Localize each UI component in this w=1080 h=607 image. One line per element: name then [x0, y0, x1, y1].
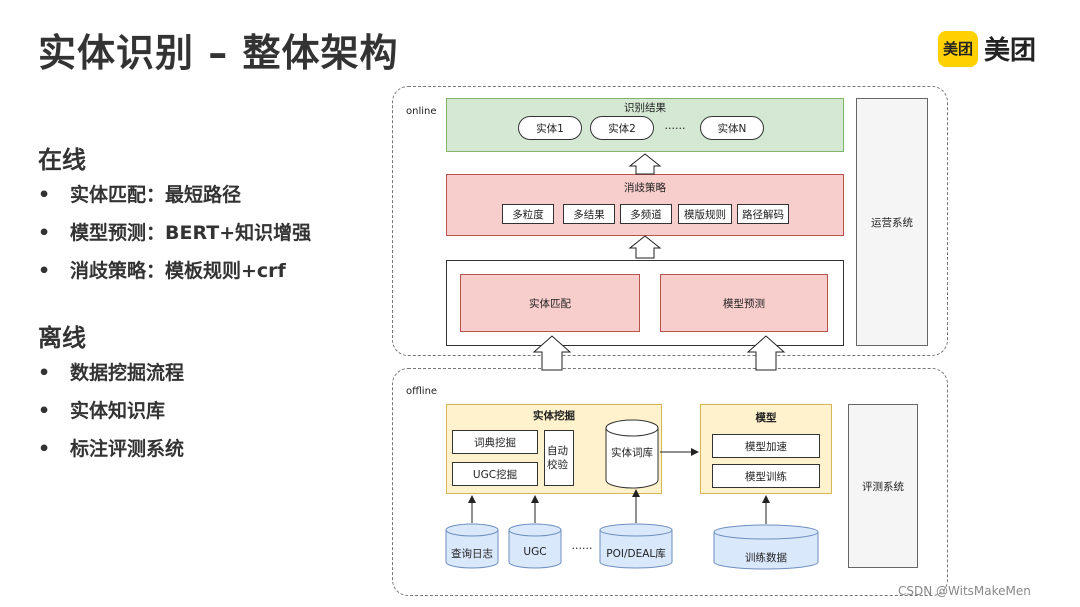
query-log-cylinder	[445, 523, 499, 569]
online-bullet-1: •实体匹配：最短路径	[38, 184, 242, 206]
block-arrow-predict-to-disambig	[628, 235, 662, 259]
ugc-mining-box: UGC挖掘	[452, 462, 538, 486]
entity-ellipsis: ……	[664, 120, 686, 132]
source-poi-deal: POI/DEAL库	[606, 548, 666, 560]
strategy-path-decode: 路径解码	[737, 204, 789, 224]
entity-2: 实体2	[590, 116, 654, 140]
entity-1: 实体1	[518, 116, 582, 140]
logo-mark: 美团	[938, 30, 978, 67]
offline-bullet-1: •数据挖掘流程	[38, 362, 185, 384]
block-arrow-model-to-predict	[746, 335, 786, 371]
logo-text: 美团	[984, 36, 1037, 66]
source-query-log: 查询日志	[451, 548, 493, 560]
strategy-template: 模版规则	[678, 204, 732, 224]
model-title: 模型	[755, 412, 777, 424]
entity-n: 实体N	[700, 116, 764, 140]
mining-title: 实体挖掘	[533, 410, 575, 422]
offline-heading: 离线	[38, 324, 86, 352]
entity-library-label: 实体词库	[611, 447, 653, 459]
poi-deal-cylinder	[599, 523, 673, 569]
source-ugc: UGC	[523, 546, 547, 558]
model-train-box: 模型训练	[712, 464, 820, 488]
eval-system-box: 评测系统	[848, 404, 918, 568]
block-arrow-mining-to-match	[532, 335, 572, 371]
ugc-cylinder	[508, 523, 562, 569]
offline-bullet-2: •实体知识库	[38, 400, 166, 422]
auto-check-box: 自动校验	[544, 430, 574, 486]
online-bullet-3: •消歧策略：模板规则+crf	[38, 260, 286, 282]
strategy-multi-result: 多结果	[563, 204, 615, 224]
online-bullet-2: •模型预测：BERT+知识增强	[38, 222, 312, 244]
dict-mining-box: 词典挖掘	[452, 430, 538, 454]
disambiguation-title: 消歧策略	[624, 182, 666, 194]
offline-label: offline	[406, 386, 438, 397]
result-title: 识别结果	[624, 102, 666, 114]
offline-bullet-3: •标注评测系统	[38, 438, 185, 460]
ops-system-box: 运营系统	[856, 98, 928, 346]
online-label: online	[406, 106, 437, 117]
strategy-granularity: 多粒度	[502, 204, 554, 224]
source-ellipsis: ……	[571, 540, 593, 552]
strategy-multi-channel: 多频道	[620, 204, 672, 224]
online-heading: 在线	[38, 146, 86, 174]
watermark: CSDN @WitsMakeMen	[898, 584, 1031, 598]
model-accel-box: 模型加速	[712, 434, 820, 458]
training-data-cylinder	[713, 524, 819, 570]
block-arrow-disambig-to-result	[628, 153, 662, 175]
entity-library-cylinder	[605, 419, 659, 489]
entity-match-box: 实体匹配	[460, 274, 640, 332]
meituan-logo: 美团 美团	[938, 30, 1036, 67]
page-title: 实体识别 – 整体架构	[38, 31, 399, 75]
online-region	[392, 86, 948, 356]
offline-region	[392, 368, 948, 596]
training-data-label: 训练数据	[745, 552, 787, 564]
model-predict-box: 模型预测	[660, 274, 828, 332]
